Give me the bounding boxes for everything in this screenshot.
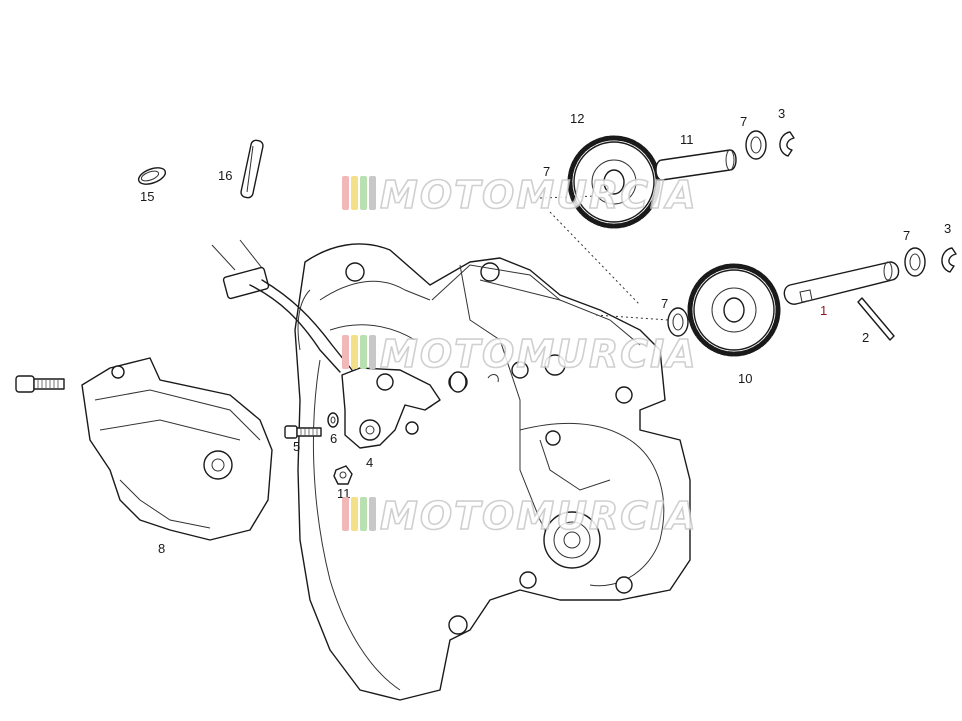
circlip-part-3-lower xyxy=(941,247,957,273)
watermark-bottom: MOTOMURCIA xyxy=(342,493,698,539)
callout-7-mid-right: 7 xyxy=(903,228,910,243)
callout-4: 4 xyxy=(366,455,373,470)
washer-part-7-mid-right xyxy=(904,247,926,277)
nut-part-11-lower xyxy=(333,465,353,485)
callout-3-upper: 3 xyxy=(778,106,785,121)
callout-7-upper-gear: 7 xyxy=(543,164,550,179)
shaft-part-1 xyxy=(783,261,900,305)
watermark-stripe xyxy=(360,335,367,369)
callout-16: 16 xyxy=(218,168,232,183)
callout-3-lower: 3 xyxy=(944,221,951,236)
callout-1: 1 xyxy=(820,303,827,318)
callout-7-upper-right: 7 xyxy=(740,114,747,129)
watermark-stripe xyxy=(351,176,358,210)
callout-12: 12 xyxy=(570,111,584,126)
crankcase xyxy=(294,243,691,701)
callout-8: 8 xyxy=(158,541,165,556)
callout-15: 15 xyxy=(140,189,154,204)
watermark-stripe xyxy=(360,497,367,531)
washer-part-7-upper-right xyxy=(745,130,767,160)
callout-7-left-gear: 7 xyxy=(661,296,668,311)
watermark-middle: MOTOMURCIA xyxy=(342,331,698,377)
washer-part-6 xyxy=(327,412,339,428)
bolt-part-5 xyxy=(284,425,322,439)
watermark-text: MOTOMURCIA xyxy=(380,173,698,217)
watermark-stripe xyxy=(342,497,349,531)
callout-11: 11 xyxy=(680,132,694,147)
gear-part-10 xyxy=(687,263,781,357)
sensor-part-4 xyxy=(341,367,441,449)
callout-5: 5 xyxy=(293,439,300,454)
cover-part-8 xyxy=(81,357,273,541)
clip-part-15 xyxy=(137,167,167,185)
pin-part-2 xyxy=(857,297,895,341)
callout-6: 6 xyxy=(330,431,337,446)
watermark-top: MOTOMURCIA xyxy=(342,172,698,218)
callout-10: 10 xyxy=(738,371,752,386)
circlip-part-3-upper xyxy=(779,131,795,157)
strip-part-16 xyxy=(240,139,264,199)
cover-bolt xyxy=(15,375,65,393)
watermark-stripe xyxy=(360,176,367,210)
watermark-text: MOTOMURCIA xyxy=(380,332,698,376)
watermark-stripe xyxy=(351,335,358,369)
watermark-stripe xyxy=(369,335,376,369)
watermark-stripe xyxy=(369,176,376,210)
watermark-stripe xyxy=(369,497,376,531)
case-washers xyxy=(449,371,499,393)
callout-2: 2 xyxy=(862,330,869,345)
washer-part-7-left-gear xyxy=(667,307,689,337)
sensor-cable xyxy=(211,239,353,373)
alignment-lines xyxy=(539,195,669,321)
watermark-stripe xyxy=(342,176,349,210)
gear-part-12 xyxy=(567,135,661,229)
watermark-text: MOTOMURCIA xyxy=(380,494,698,538)
watermark-stripe xyxy=(342,335,349,369)
watermark-stripe xyxy=(351,497,358,531)
pin-part-11 xyxy=(655,149,737,181)
